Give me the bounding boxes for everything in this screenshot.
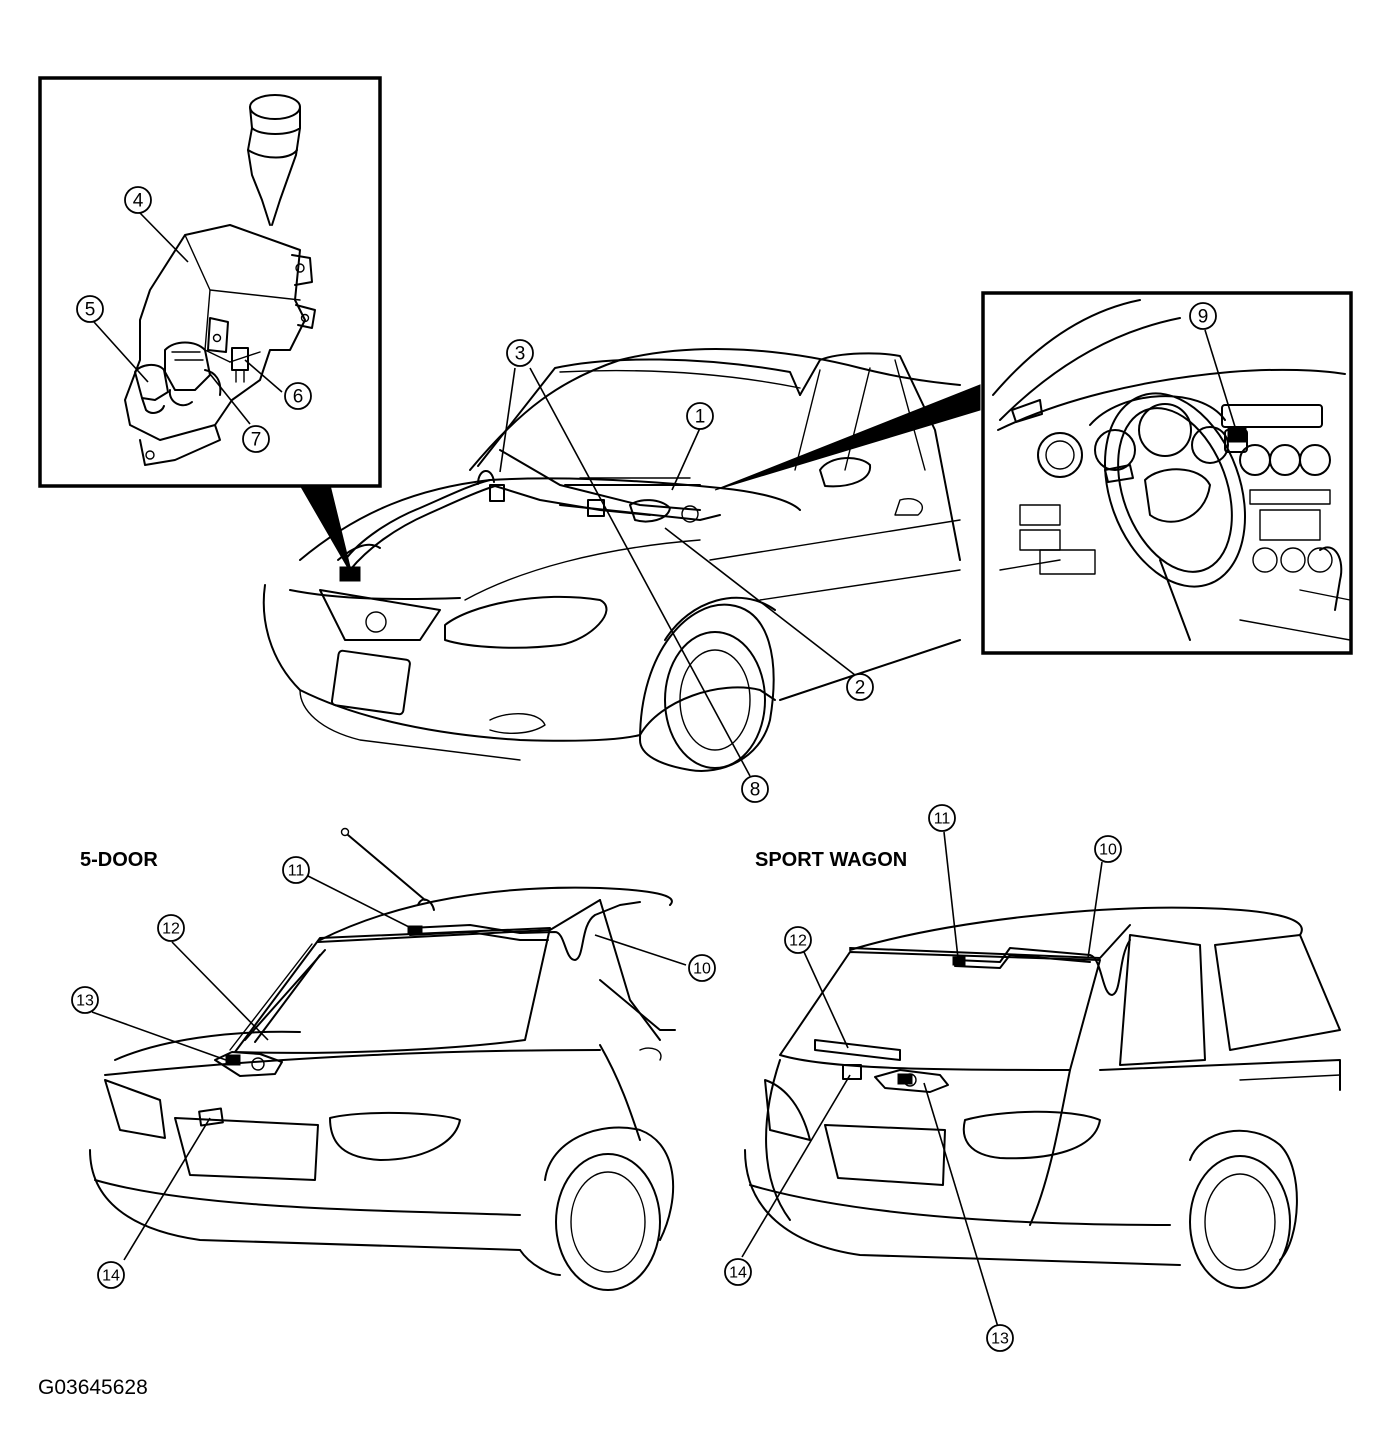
callout-2: 2 bbox=[846, 673, 874, 701]
callout-9: 9 bbox=[1189, 302, 1217, 330]
callout-3-label: 3 bbox=[515, 344, 526, 365]
figure-id: G03645628 bbox=[38, 1376, 148, 1399]
dashboard-inset bbox=[981, 291, 1353, 655]
five-door-callout-10: 10 bbox=[688, 954, 716, 982]
sport-wagon-caption: SPORT WAGON bbox=[755, 849, 907, 871]
callout-1-label: 1 bbox=[695, 407, 706, 428]
sport-wagon-callout-10-label: 10 bbox=[1099, 842, 1117, 859]
front-car-illustration bbox=[262, 347, 961, 772]
callout-9-label: 9 bbox=[1198, 307, 1209, 328]
callout-8-label: 8 bbox=[750, 780, 761, 801]
sport-wagon-callout-13-label: 13 bbox=[991, 1331, 1009, 1348]
callout-1: 1 bbox=[686, 402, 714, 430]
sport-wagon-callout-10: 10 bbox=[1094, 835, 1122, 863]
five-door-callout-13-label: 13 bbox=[76, 993, 94, 1010]
washer-reservoir-inset bbox=[38, 76, 382, 488]
callout-8: 8 bbox=[741, 775, 769, 803]
callout-7-label: 7 bbox=[251, 430, 262, 451]
five-door-callout-11: 11 bbox=[282, 856, 310, 884]
five-door-callout-11-label: 11 bbox=[288, 863, 305, 880]
five-door-callout-10-label: 10 bbox=[693, 961, 711, 978]
inset-pointer-wedge-left bbox=[299, 484, 353, 576]
callout-6: 6 bbox=[284, 382, 312, 410]
callout-6-label: 6 bbox=[293, 387, 304, 408]
callout-3: 3 bbox=[506, 339, 534, 367]
five-door-callout-13: 13 bbox=[71, 986, 99, 1014]
sport-wagon-callout-12: 12 bbox=[784, 926, 812, 954]
inset-pointer-wedge-right bbox=[714, 384, 981, 491]
callout-4-label: 4 bbox=[133, 191, 144, 212]
callout-5: 5 bbox=[76, 295, 104, 323]
sport-wagon-rear-illustration bbox=[744, 906, 1341, 1289]
callout-4: 4 bbox=[124, 186, 152, 214]
sport-wagon-callout-11-label: 11 bbox=[934, 811, 951, 828]
callout-7: 7 bbox=[242, 425, 270, 453]
sport-wagon-callout-14-label: 14 bbox=[729, 1265, 747, 1282]
five-door-callout-14-label: 14 bbox=[102, 1268, 120, 1285]
callout-2-label: 2 bbox=[855, 678, 866, 699]
sport-wagon-callout-11: 11 bbox=[928, 804, 956, 832]
leader-lines bbox=[91, 212, 1237, 1328]
five-door-callout-14: 14 bbox=[97, 1261, 125, 1289]
sport-wagon-callout-14: 14 bbox=[724, 1258, 752, 1286]
five-door-callout-12-label: 12 bbox=[162, 921, 180, 938]
five-door-caption: 5-DOOR bbox=[80, 849, 158, 871]
five-door-rear-illustration bbox=[89, 827, 676, 1291]
sport-wagon-callout-13: 13 bbox=[986, 1324, 1014, 1352]
callout-5-label: 5 bbox=[85, 300, 96, 321]
sport-wagon-callout-12-label: 12 bbox=[789, 933, 807, 950]
five-door-callout-12: 12 bbox=[157, 914, 185, 942]
